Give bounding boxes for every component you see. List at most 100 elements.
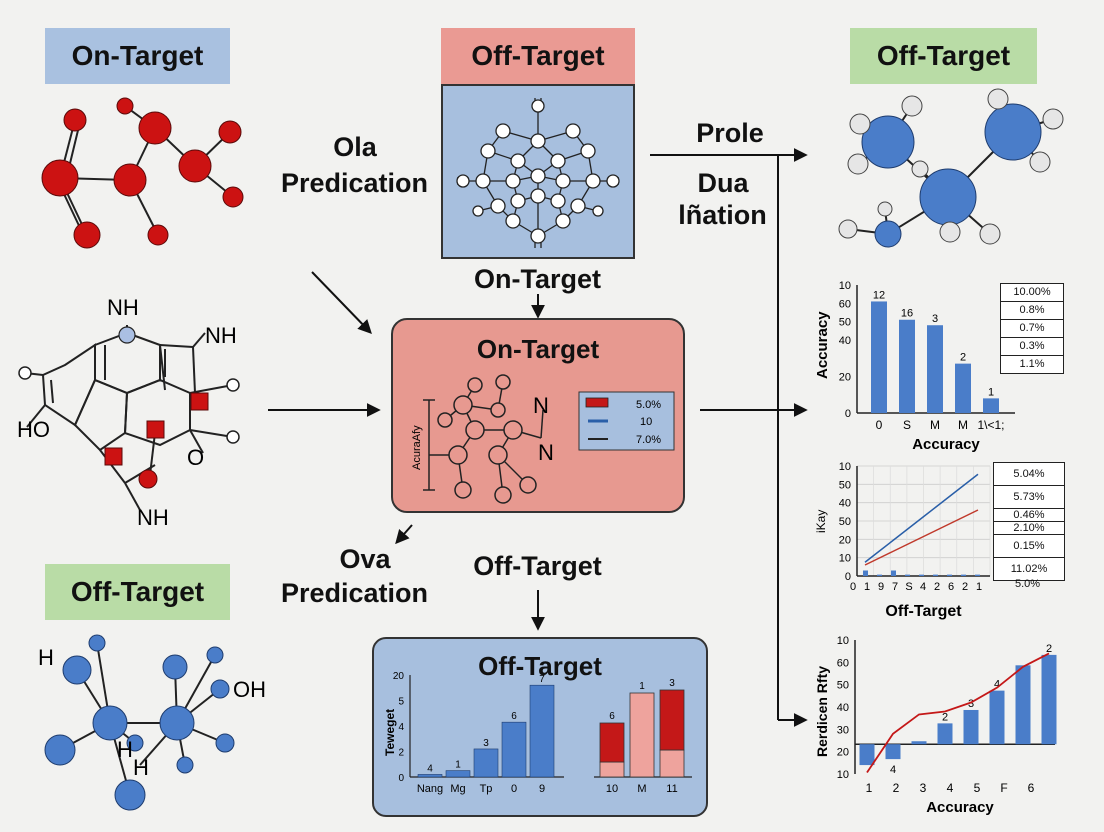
y-tick-label: 4 — [398, 722, 404, 733]
bar-label: 12 — [873, 289, 885, 301]
y-tick-label: 60 — [837, 657, 849, 669]
on-target-panel: On-Target AcuraAfy N N 5.0% 10 — [391, 318, 685, 513]
y-axis-label: Accuracy — [814, 311, 831, 379]
bar — [1015, 665, 1031, 745]
trend-line — [866, 652, 1050, 774]
bar — [885, 744, 901, 760]
y-tick-label: 20 — [839, 534, 851, 546]
y-tick-label: 10 — [837, 635, 849, 647]
bar — [933, 574, 938, 576]
bar — [963, 709, 979, 745]
y-tick-label: 10 — [839, 461, 851, 473]
bar-label: 1 — [988, 386, 994, 398]
x-tick-label: 1\<1; — [977, 418, 1004, 432]
text-lination: lñation — [678, 200, 767, 230]
y-tick-label: 30 — [837, 724, 849, 736]
x-tick-label: 0 — [850, 581, 856, 593]
blue-molecule-bottom-left: H OH H H — [38, 634, 266, 811]
ho-label: HO — [17, 417, 50, 442]
nh-right-label: NH — [205, 323, 237, 348]
bar-label: 4 — [994, 679, 1000, 691]
red-molecule — [41, 97, 244, 249]
bar-label: 2 — [1046, 643, 1052, 655]
table-cell: 5.73% — [994, 486, 1064, 509]
bar-label: 6 — [609, 711, 615, 722]
x-tick-label: 9 — [539, 783, 545, 795]
y-axis-label: Rerdicen Rfty — [814, 666, 830, 757]
label-off-target-top: Off-Target — [441, 28, 635, 84]
x-tick-label: 0 — [876, 418, 883, 432]
label-off-target-top-right: Off-Target — [850, 28, 1037, 84]
text-prole: Prole — [696, 118, 764, 148]
bar — [417, 774, 443, 778]
stack-segment — [629, 692, 655, 778]
n-label-1: N — [533, 393, 549, 418]
y-tick-label: 0 — [845, 408, 851, 420]
chart-accuracy-1: 1060504020012016S3M2M11\<1;AccuracyAccur… — [814, 280, 1015, 453]
x-tick-label: 6 — [948, 581, 954, 593]
legend-text-3: 7.0% — [636, 434, 661, 446]
o-label: O — [187, 445, 204, 470]
y-tick-label: 5 — [398, 697, 404, 708]
x-tick-label: S — [905, 581, 912, 593]
stack-segment — [659, 749, 685, 778]
h-label-mid1: H — [117, 737, 133, 762]
text-dua: Dua — [697, 168, 749, 198]
table-cell: 0.3% — [1001, 338, 1063, 356]
text-off-target-mid: Off-Target — [473, 551, 602, 581]
text-predication-1: Predication — [280, 168, 429, 198]
bar-label: 2 — [960, 352, 966, 364]
bar-label: 7 — [539, 674, 545, 685]
y-tick-label: 40 — [839, 335, 851, 347]
bar-label: 4 — [890, 764, 896, 776]
x-tick-label: 7 — [892, 581, 898, 593]
text-ola: Ola — [333, 132, 377, 162]
text-predication-2: Predication — [280, 578, 429, 608]
stack-segment — [599, 722, 625, 763]
series-line — [864, 473, 979, 563]
h-label-mid2: H — [133, 755, 149, 780]
y-tick-label: 60 — [839, 298, 851, 310]
y-tick-label: 0 — [398, 773, 404, 784]
x-tick-label: 10 — [606, 783, 618, 795]
x-axis-label: Off-Target — [885, 603, 962, 620]
bar-label: 3 — [483, 738, 489, 749]
x-axis-label: Accuracy — [926, 799, 994, 816]
y-tick-label: 40 — [837, 702, 849, 714]
x-tick-label: M — [958, 418, 968, 432]
n-label-2: N — [538, 440, 554, 465]
y-tick-label: 2 — [398, 748, 404, 759]
stack-segment — [659, 689, 685, 751]
table-accuracy-1: 10.00% 0.8% 0.7% 0.3% 1.1% — [1000, 283, 1064, 374]
bar — [905, 574, 910, 576]
table-cell: 1.1% — [1019, 358, 1045, 370]
x-tick-label: Mg — [450, 783, 465, 795]
bar — [473, 748, 499, 778]
y-axis-label: Teweget — [383, 709, 397, 756]
bar-label: 2 — [942, 711, 948, 723]
bar — [863, 570, 868, 576]
label-on-target-top-left: On-Target — [45, 28, 230, 84]
stack-segment — [599, 761, 625, 778]
bar-label: 1 — [455, 760, 461, 771]
bar — [975, 574, 980, 576]
x-tick-label: F — [1000, 781, 1007, 795]
bar — [989, 690, 1005, 745]
x-tick-label: 2 — [893, 781, 900, 795]
bar — [927, 325, 943, 413]
arrow-diag — [311, 271, 372, 335]
x-tick-label: 1 — [976, 581, 982, 593]
bar — [983, 398, 999, 413]
ring-molecule: NH NH HO O NH — [17, 295, 240, 530]
oh-label: OH — [233, 677, 266, 702]
text-on-target-mid: On-Target — [474, 264, 601, 294]
y-tick-label: 40 — [839, 498, 851, 510]
x-tick-label: Tp — [480, 783, 493, 795]
bar — [877, 574, 882, 576]
x-tick-label: 2 — [962, 581, 968, 593]
bar — [529, 684, 555, 778]
x-tick-label: Nang — [417, 783, 443, 795]
text-ova: Ova — [339, 544, 391, 574]
